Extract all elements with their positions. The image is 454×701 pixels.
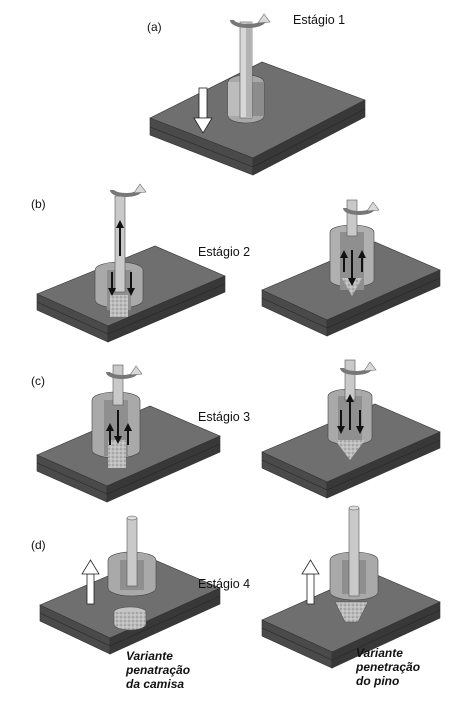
label-a: (a) xyxy=(147,20,162,34)
caption-left-line-2: penatração xyxy=(126,663,191,677)
plunge-arrow-icon xyxy=(193,87,213,134)
panel-d-right xyxy=(261,505,441,669)
panel-c-left xyxy=(36,364,221,503)
panel-b-right xyxy=(261,199,441,337)
caption-right: Variante penetração do pino xyxy=(356,646,420,688)
plate-side xyxy=(252,99,366,176)
stage-1-label: Estágio 1 xyxy=(293,13,346,27)
caption-right-line-3: do pino xyxy=(356,674,400,688)
label-d: (d) xyxy=(31,538,46,552)
panel-b-left xyxy=(36,183,226,343)
caption-left: Variante penatração da camisa xyxy=(126,649,190,691)
stage-2-label: Estágio 2 xyxy=(198,245,251,259)
caption-left-line-3: da camisa xyxy=(126,677,185,691)
caption-right-line-2: penetração xyxy=(356,660,421,674)
label-b: (b) xyxy=(31,197,46,211)
label-c: (c) xyxy=(31,374,45,388)
panel-a xyxy=(149,13,366,176)
retract-arrow-right-icon xyxy=(301,559,320,605)
stage-3-label: Estágio 3 xyxy=(198,410,251,424)
panel-c-right xyxy=(261,359,441,499)
stage-4-label: Estágio 4 xyxy=(198,577,251,591)
panel-d-left xyxy=(39,515,221,655)
caption-right-line-1: Variante xyxy=(356,646,403,660)
retract-arrow-left-icon xyxy=(81,559,100,605)
caption-left-line-1: Variante xyxy=(126,649,173,663)
